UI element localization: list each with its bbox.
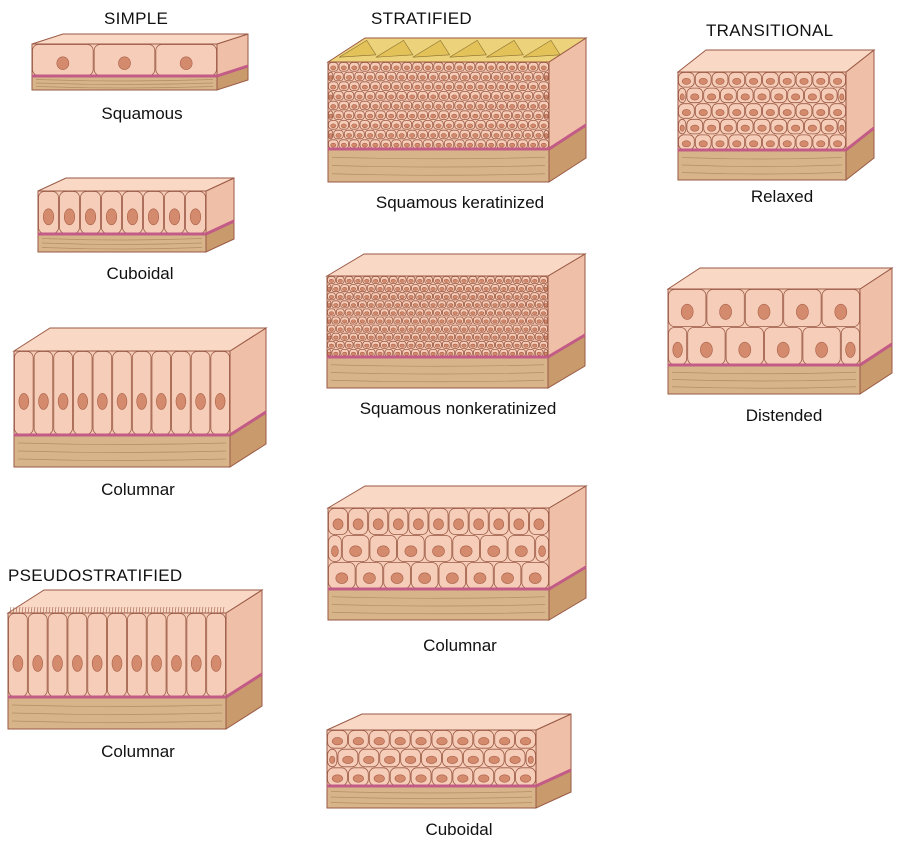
tissue-block bbox=[8, 590, 262, 729]
transitional-distended-illustration bbox=[666, 266, 894, 398]
tissue-block bbox=[14, 328, 266, 467]
label-stratified-columnar: Columnar bbox=[400, 636, 520, 656]
pseudostratified-columnar-illustration bbox=[6, 588, 264, 733]
label-stratified-squamous-keratinized: Squamous keratinized bbox=[340, 193, 580, 213]
stratified-columnar-illustration bbox=[326, 484, 588, 624]
tissue-block bbox=[327, 254, 585, 388]
tissue-block bbox=[678, 50, 874, 180]
tissue-block bbox=[328, 38, 586, 182]
label-simple-squamous: Squamous bbox=[82, 104, 202, 124]
heading-stratified: STRATIFIED bbox=[371, 9, 472, 29]
label-pseudostratified-columnar: Columnar bbox=[78, 742, 198, 762]
tissue-block bbox=[328, 486, 586, 620]
label-simple-columnar: Columnar bbox=[78, 480, 198, 500]
transitional-relaxed-illustration bbox=[676, 48, 876, 184]
simple-columnar-illustration bbox=[12, 326, 268, 471]
label-transitional-relaxed: Relaxed bbox=[722, 187, 842, 207]
heading-transitional: TRANSITIONAL bbox=[706, 21, 833, 41]
tissue-block bbox=[32, 34, 248, 90]
label-transitional-distended: Distended bbox=[724, 406, 844, 426]
tissue-block bbox=[38, 178, 234, 252]
stratified-squamous-keratinized-illustration bbox=[326, 36, 588, 186]
simple-squamous-illustration bbox=[30, 32, 250, 94]
stratified-cuboidal-illustration bbox=[325, 712, 573, 812]
stratified-squamous-nonkeratinized-illustration bbox=[325, 252, 587, 392]
tissue-block bbox=[327, 714, 571, 808]
label-stratified-cuboidal: Cuboidal bbox=[399, 820, 519, 840]
tissue-block bbox=[668, 268, 892, 394]
simple-cuboidal-illustration bbox=[36, 176, 236, 256]
label-stratified-squamous-nonkeratinized: Squamous nonkeratinized bbox=[326, 399, 590, 419]
label-simple-cuboidal: Cuboidal bbox=[80, 264, 200, 284]
heading-pseudostratified: PSEUDOSTRATIFIED bbox=[8, 566, 183, 586]
heading-simple: SIMPLE bbox=[104, 9, 168, 29]
